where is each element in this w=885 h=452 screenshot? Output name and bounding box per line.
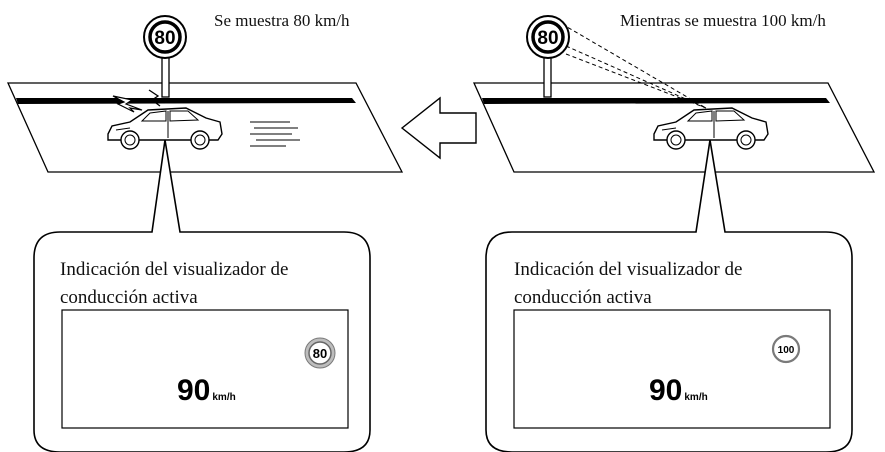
left-speed-limit-sign-icon: 80 bbox=[143, 15, 187, 59]
right-speed-sign-pole bbox=[543, 56, 552, 98]
lightning-icon bbox=[112, 89, 161, 113]
right-speed-limit-sign-icon: 80 bbox=[526, 15, 570, 59]
right-panel-title: Indicación del visualizador de conducció… bbox=[514, 256, 742, 312]
left-display-sign-icon: 80 bbox=[304, 337, 336, 369]
left-panel-title: Indicación del visualizador de conducció… bbox=[60, 256, 288, 312]
right-display-sign-icon: 100 bbox=[771, 334, 801, 364]
right-caption: Mientras se muestra 100 km/h bbox=[620, 11, 826, 30]
right-speed-unit: km/h bbox=[684, 392, 708, 403]
left-display-screen bbox=[61, 309, 349, 429]
left-speed-sign-pole bbox=[161, 56, 170, 98]
camera-view-lines bbox=[561, 23, 707, 109]
left-arrow-icon bbox=[400, 96, 477, 160]
left-speed-lines bbox=[250, 121, 300, 147]
right-display-screen bbox=[513, 309, 831, 429]
right-panel-title-line1: Indicación del visualizador de bbox=[514, 259, 743, 280]
right-road-sign-value: 80 bbox=[537, 28, 558, 49]
left-caption: Se muestra 80 km/h bbox=[214, 11, 350, 30]
left-panel-title-line1: Indicación del visualizador de bbox=[60, 259, 289, 280]
left-speed-value: 90 bbox=[177, 374, 211, 407]
right-display-sign-value: 100 bbox=[778, 345, 795, 356]
left-speed-unit: km/h bbox=[212, 392, 236, 403]
left-display-sign-value: 80 bbox=[313, 346, 327, 361]
right-speed-value: 90 bbox=[649, 374, 683, 407]
left-panel-title-line2: conducción activa bbox=[60, 287, 198, 308]
left-road-sign-value: 80 bbox=[154, 28, 175, 49]
right-panel-title-line2: conducción activa bbox=[514, 287, 652, 308]
